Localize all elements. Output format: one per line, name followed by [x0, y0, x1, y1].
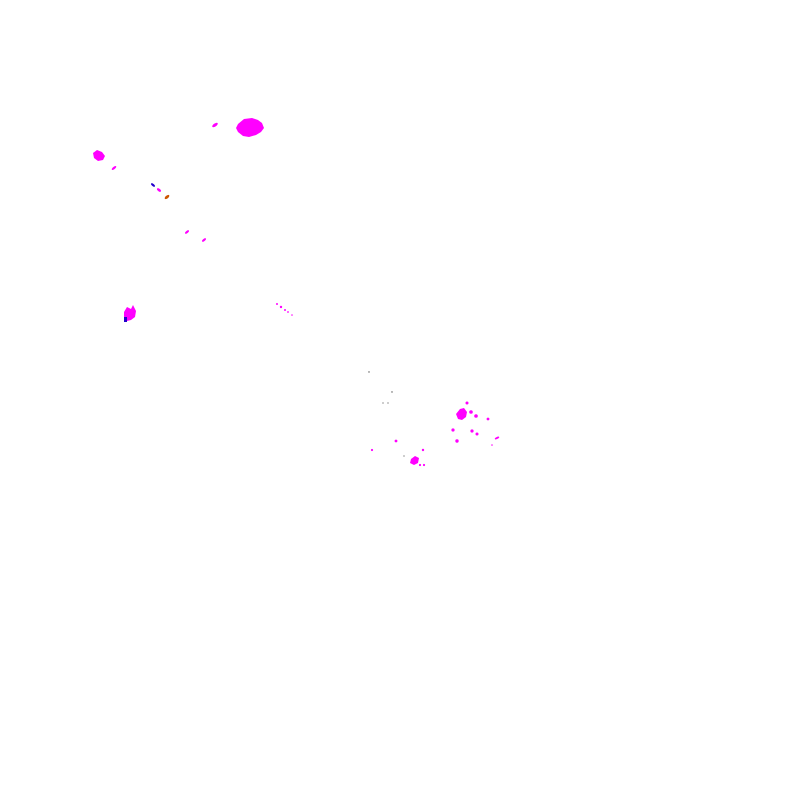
- feature-dash-3[interactable]: [184, 230, 189, 235]
- feature-group-central: [368, 371, 500, 467]
- feature-dot-south-6[interactable]: [403, 455, 405, 457]
- feature-large-blob[interactable]: [236, 118, 264, 137]
- feature-dot-east-4[interactable]: [486, 417, 490, 421]
- feature-blob-south[interactable]: [410, 456, 419, 465]
- feature-dot-b[interactable]: [279, 305, 283, 309]
- feature-group-northwest: [93, 118, 264, 242]
- feature-tiny-gray-2: [391, 391, 393, 393]
- feature-dot-east-6[interactable]: [470, 429, 474, 433]
- feature-dot-c[interactable]: [284, 309, 286, 311]
- feature-dot-east-5[interactable]: [451, 428, 455, 432]
- feature-dash-1[interactable]: [111, 165, 117, 171]
- feature-dot-east-10[interactable]: [491, 444, 493, 446]
- feature-dash-2[interactable]: [156, 187, 162, 192]
- feature-dot-east-3[interactable]: [474, 414, 478, 418]
- feature-dash-east-9[interactable]: [494, 436, 500, 440]
- feature-group-west: [124, 303, 293, 322]
- feature-dash-orange[interactable]: [164, 194, 170, 200]
- feature-tiny-gray-1: [368, 371, 370, 373]
- feature-dot-south-5[interactable]: [422, 463, 426, 467]
- feature-dot-e[interactable]: [291, 314, 293, 316]
- feature-dot-south-3[interactable]: [421, 448, 425, 452]
- feature-dot-d[interactable]: [287, 311, 289, 313]
- feature-dot-south-1[interactable]: [394, 439, 398, 443]
- feature-dot-east-8[interactable]: [455, 439, 459, 443]
- feature-dash-blue[interactable]: [150, 183, 155, 188]
- feature-dot-east-2[interactable]: [469, 410, 473, 414]
- feature-dot-east-7[interactable]: [475, 432, 479, 436]
- feature-tiny-gray-4: [387, 402, 389, 404]
- feature-tiny-gray-3: [382, 402, 384, 404]
- feature-blob-west[interactable]: [93, 150, 105, 161]
- feature-blue-mark[interactable]: [124, 317, 127, 322]
- feature-dash-4[interactable]: [201, 238, 206, 243]
- feature-blob-east-main[interactable]: [456, 408, 467, 420]
- feature-dot-south-4[interactable]: [418, 463, 422, 467]
- feature-dot-a[interactable]: [276, 303, 278, 305]
- feature-dot-east-1[interactable]: [465, 401, 469, 405]
- feature-small-dash[interactable]: [212, 122, 219, 128]
- feature-dot-south-2[interactable]: [370, 448, 374, 452]
